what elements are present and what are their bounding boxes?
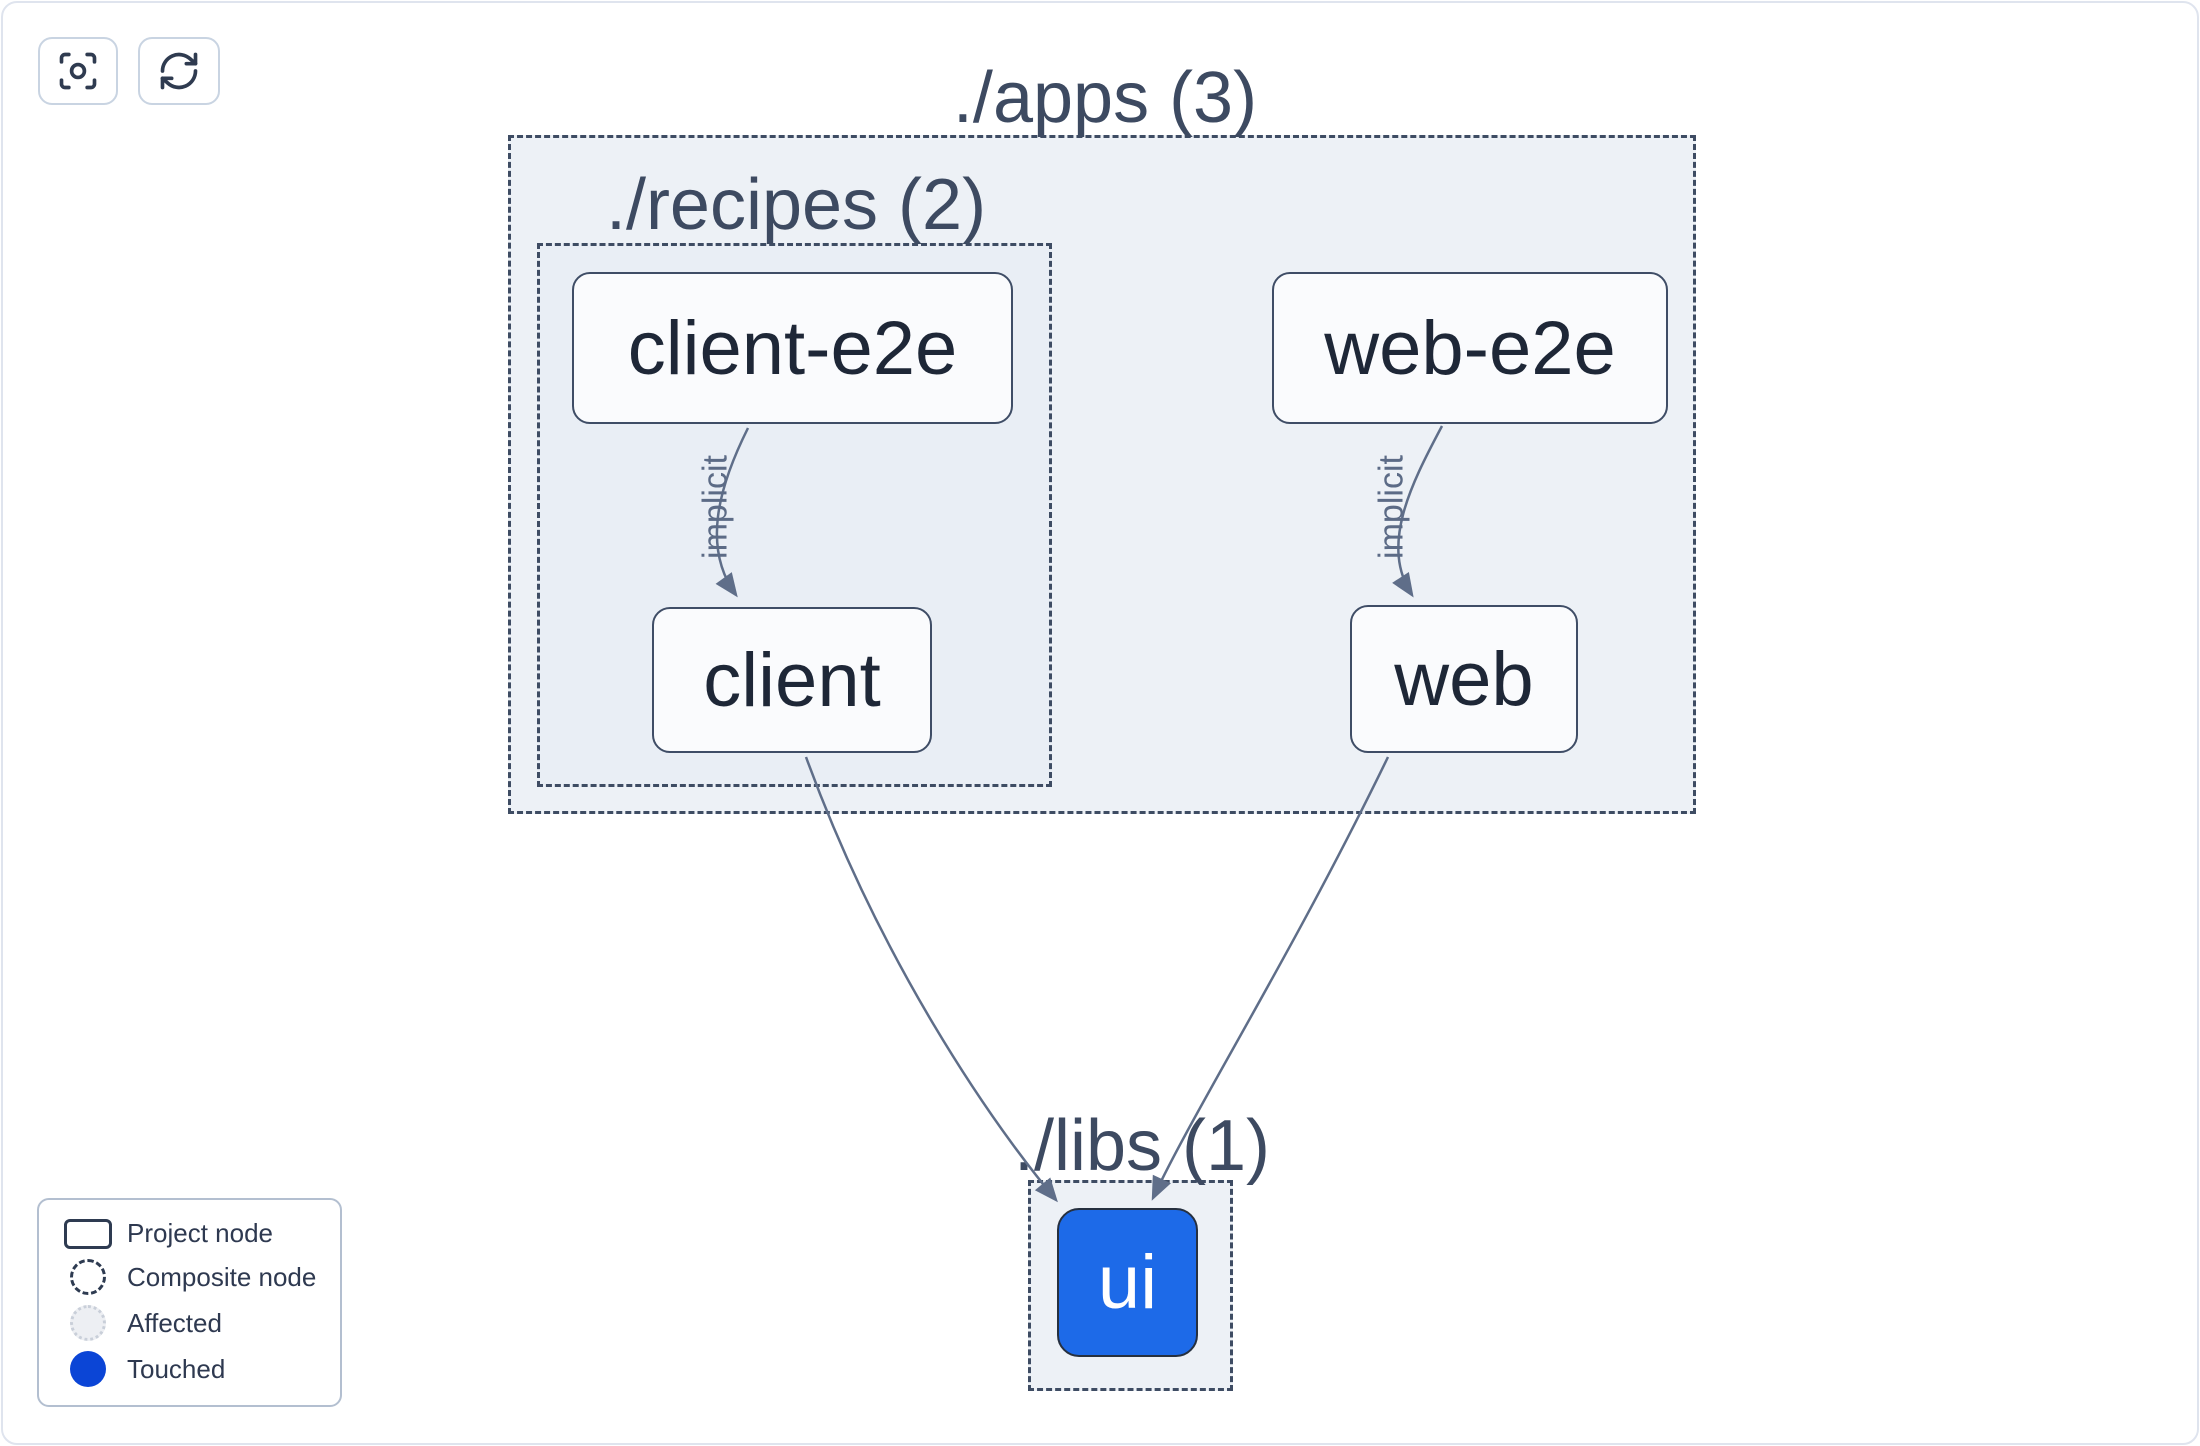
- edge-client-e2e-to-client[interactable]: [715, 427, 750, 598]
- node-label: web: [1394, 636, 1534, 722]
- legend-label: Project node: [127, 1218, 273, 1248]
- reset-focus-button[interactable]: [38, 37, 118, 105]
- legend: Project node Composite node Affected Tou…: [37, 1198, 342, 1407]
- container-label-recipes[interactable]: ./recipes (2): [605, 165, 987, 245]
- project-node-client-e2e[interactable]: client-e2e: [572, 272, 1013, 424]
- touched-swatch-icon: [70, 1351, 106, 1387]
- focus-icon: [59, 52, 97, 90]
- edge-client-to-ui[interactable]: [804, 756, 1058, 1203]
- project-node-web-e2e[interactable]: web-e2e: [1272, 272, 1668, 424]
- edge-label-implicit: implicit: [696, 455, 735, 559]
- legend-label: Affected: [127, 1307, 222, 1338]
- refresh-icon: [160, 52, 198, 90]
- legend-item-project-node: Project node: [49, 1218, 330, 1249]
- refresh-graph-button[interactable]: [138, 37, 220, 105]
- node-label: ui: [1097, 1240, 1158, 1325]
- project-node-client[interactable]: client: [652, 607, 932, 753]
- affected-swatch-icon: [70, 1305, 106, 1341]
- project-node-swatch-icon: [64, 1218, 112, 1249]
- legend-label: Composite node: [127, 1261, 317, 1292]
- edge-label-implicit: implicit: [1372, 455, 1411, 559]
- legend-item-affected: Affected: [49, 1305, 330, 1341]
- legend-item-composite-node: Composite node: [49, 1259, 330, 1295]
- project-node-web[interactable]: web: [1350, 605, 1578, 753]
- edge-web-e2e-to-web[interactable]: [1392, 425, 1444, 598]
- node-label: client-e2e: [627, 305, 958, 391]
- composite-node-swatch-icon: [70, 1259, 106, 1295]
- node-label: web-e2e: [1324, 305, 1616, 391]
- legend-label: Touched: [127, 1353, 226, 1384]
- edge-web-to-ui[interactable]: [1151, 756, 1390, 1201]
- legend-item-touched: Touched: [49, 1351, 330, 1387]
- container-label-apps[interactable]: ./apps (3): [952, 58, 1258, 138]
- node-label: client: [703, 637, 881, 723]
- container-label-libs[interactable]: ./libs (1): [1013, 1106, 1271, 1186]
- project-node-ui-touched[interactable]: ui: [1057, 1208, 1198, 1357]
